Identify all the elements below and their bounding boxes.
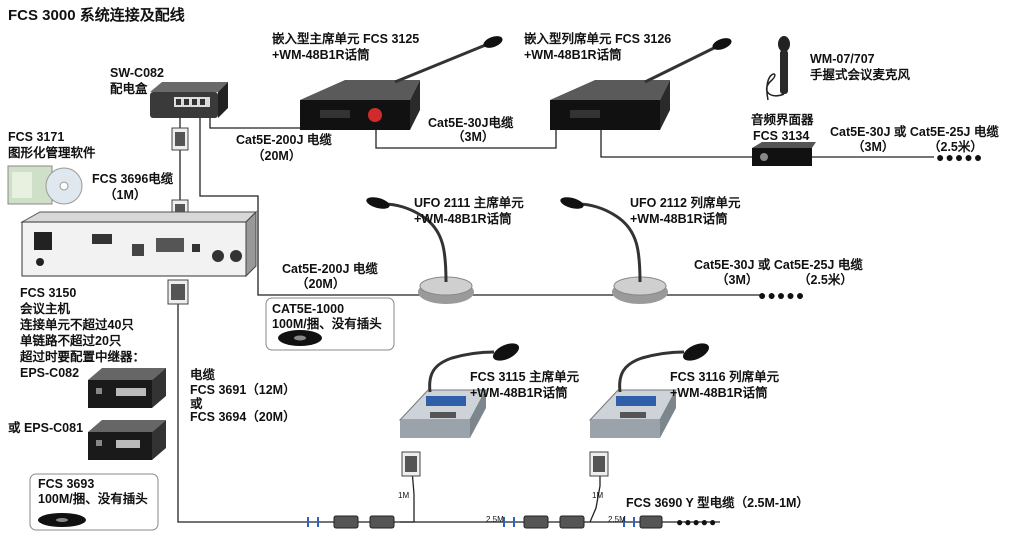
host-connector <box>167 279 189 305</box>
mark-1m-b: 1M <box>592 491 604 500</box>
ufo2111-line1: UFO 2111 主席单元 <box>414 196 524 210</box>
wm07-model: WM-07/707 <box>810 52 875 66</box>
fcs3150-note-2: 单链路不超过20只 <box>20 334 122 348</box>
dots-top: ●●●●● <box>936 149 984 165</box>
fcs3150-model: FCS 3150 <box>20 286 77 300</box>
fcs3693-desc: 100M/捆、没有插头 <box>38 492 148 506</box>
fcs3125-line1: 嵌入型主席单元 FCS 3125 <box>272 32 420 46</box>
cat5e1000-desc: 100M/捆、没有插头 <box>272 317 382 331</box>
fcs3171-model: FCS 3171 <box>8 130 65 144</box>
fcs3116-connector <box>589 451 609 477</box>
eps-c081-label: 或 EPS-C081 <box>8 421 84 435</box>
eps-c082-label: EPS-C082 <box>20 366 80 380</box>
fcs3116-line1: FCS 3116 列席单元 <box>670 370 780 384</box>
cable-3691-line1: 电缆 <box>190 368 216 382</box>
fcs3696-line2: （1M） <box>104 188 147 202</box>
fcs3126-line1: 嵌入型列席单元 FCS 3126 <box>524 32 672 46</box>
cable-3691-line2: FCS 3691（12M） <box>190 383 296 397</box>
fcs3171-software <box>7 165 83 205</box>
fcs3116-line2: +WM-48B1R话筒 <box>670 386 768 400</box>
fcs3171-desc: 图形化管理软件 <box>8 146 96 160</box>
fcs3690-label: FCS 3690 Y 型电缆（2.5M-1M） <box>626 496 809 510</box>
fcs3150-note-1: 连接单元不超过40只 <box>20 318 134 332</box>
cable-30j-mid-line1: Cat5E-30J电缆 <box>428 116 514 130</box>
mark-25m-b: 2.5M <box>608 515 626 524</box>
ufo2112-unit <box>560 197 668 304</box>
fcs3134-desc: 音频界面器 <box>751 113 814 127</box>
fcs3125-line2: +WM-48B1R话筒 <box>272 48 370 62</box>
sw-c082-model: SW-C082 <box>110 66 164 80</box>
fcs3134-model: FCS 3134 <box>753 129 810 143</box>
dots-bottom: ●●●●● <box>676 515 718 529</box>
fcs3116-unit <box>588 343 710 438</box>
sw-c082-desc: 配电盒 <box>110 82 148 96</box>
mark-1m-a: 1M <box>398 491 410 500</box>
cable-200j-top-line1: Cat5E-200J 电缆 <box>236 133 332 147</box>
cable-right-top-25: （2.5米） <box>928 140 983 154</box>
dots-mid: ●●●●● <box>758 287 806 303</box>
cable-200j-mid-line1: Cat5E-200J 电缆 <box>282 262 378 276</box>
fcs3693-spool-icon <box>38 513 86 527</box>
fcs3150-desc: 会议主机 <box>20 302 71 316</box>
cat5e1000-spool-icon <box>278 330 322 346</box>
fcs3693-model: FCS 3693 <box>38 477 95 491</box>
cable-right-top-3m: （3M） <box>852 140 895 154</box>
fcs3134-box <box>752 142 816 166</box>
ufo2112-line2: +WM-48B1R话筒 <box>630 212 728 226</box>
fcs3126-line2: +WM-48B1R话筒 <box>524 48 622 62</box>
sw-c082-box <box>150 82 228 118</box>
cable-right-top-line1: Cat5E-30J 或 Cat5E-25J 电缆 <box>830 125 999 139</box>
bottom-plugs <box>333 515 663 529</box>
fcs3115-unit <box>398 343 520 438</box>
fcs3696-line1: FCS 3696电缆 <box>92 172 174 186</box>
fcs3115-line2: +WM-48B1R话筒 <box>470 386 568 400</box>
bottom-ticks <box>307 517 635 527</box>
fcs3115-line1: FCS 3115 主席单元 <box>470 370 580 384</box>
eps-c081-box <box>88 420 166 460</box>
cable-3691-line4: FCS 3694（20M） <box>190 410 296 424</box>
wm07-desc: 手握式会议麦克风 <box>810 68 911 82</box>
cable-right-mid-line1: Cat5E-30J 或 Cat5E-25J 电缆 <box>694 258 863 272</box>
cat5e1000-model: CAT5E-1000 <box>272 302 345 316</box>
page-title: FCS 3000 系统连接及配线 <box>8 7 185 24</box>
fcs3125-unit <box>300 36 503 130</box>
ufo2111-line2: +WM-48B1R话筒 <box>414 212 512 226</box>
fcs3150-note-3: 超过时要配置中继器： <box>20 350 146 364</box>
ufo2112-line1: UFO 2112 列席单元 <box>630 196 741 210</box>
cable-200j-top-line2: （20M） <box>252 149 302 163</box>
cable-200j-mid-line2: （20M） <box>296 277 346 291</box>
cable-right-mid-3m: （3M） <box>716 273 759 287</box>
eps-c082-box <box>88 368 166 408</box>
cable-right-mid-25: （2.5米） <box>798 273 853 287</box>
wm07-mic <box>766 36 790 101</box>
cable-30j-mid-line2: （3M） <box>452 130 495 144</box>
fcs3115-connector <box>401 451 421 477</box>
fcs3126-unit <box>550 38 732 130</box>
fcs3150-host <box>20 210 258 278</box>
mark-25m-a: 2.5M <box>486 515 504 524</box>
cable-3691-line3: 或 <box>190 397 203 411</box>
ufo2111-unit <box>366 197 474 304</box>
